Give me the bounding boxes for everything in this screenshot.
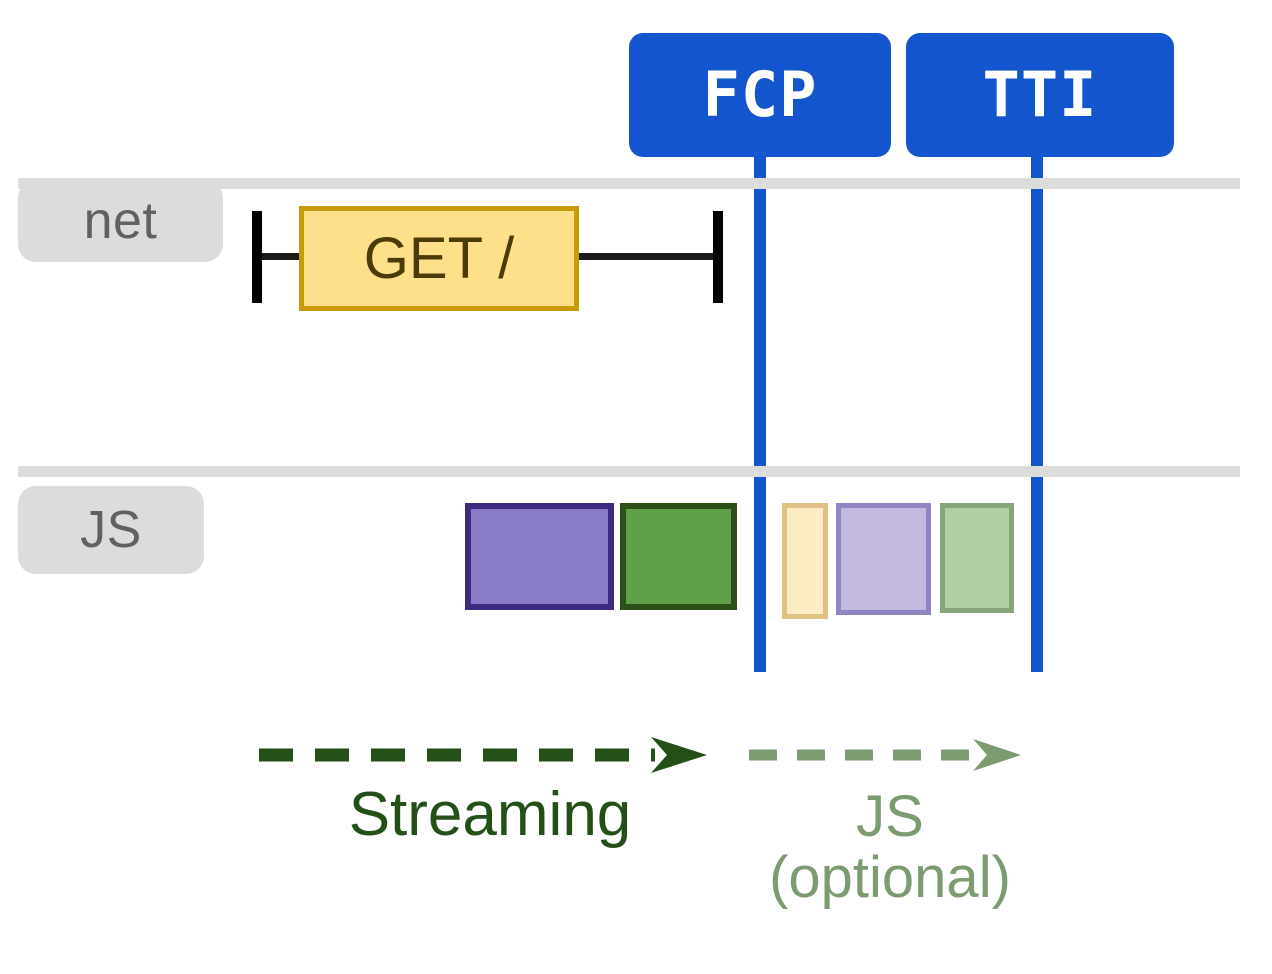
marker-badge-fcp-label: FCP [702,58,818,131]
marker-badge-fcp[interactable]: FCP [629,33,891,157]
request-start-cap [252,211,262,303]
marker-line-fcp [754,140,766,672]
lane-line-js [18,466,1240,477]
js-task-block[interactable] [940,503,1014,613]
lane-label-js: JS [18,486,204,574]
request-bar-label: GET / [363,225,515,291]
marker-badge-tti-label: TTI [982,58,1098,131]
phase-label-js-optional: JS (optional) [769,784,1011,911]
lane-label-net: net [18,180,223,262]
js-task-block[interactable] [836,503,931,615]
lane-line-net [18,178,1240,189]
lane-label-js-text: JS [80,501,142,559]
marker-line-tti [1031,140,1043,672]
phase-arrow-streaming [259,737,707,773]
marker-badge-tti[interactable]: TTI [906,33,1174,157]
js-task-block[interactable] [465,503,614,610]
js-task-block[interactable] [620,503,737,610]
phase-arrow-js-optional [749,739,1021,771]
lane-label-net-text: net [83,192,158,250]
request-end-cap [713,211,723,303]
request-bar-get-root[interactable]: GET / [299,206,579,311]
phase-label-streaming: Streaming [348,780,632,849]
js-task-block[interactable] [782,503,828,619]
